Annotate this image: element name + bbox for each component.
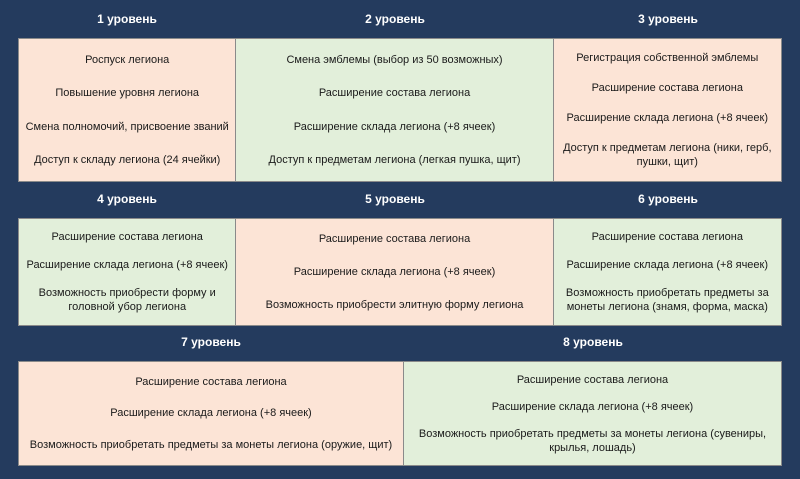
level-title: 7 уровень [181,335,241,349]
level-feature: Расширение состава легиона [51,231,203,243]
level-feature: Возможность приобрести форму и головной … [38,287,216,313]
level-feature: Возможность приобретать предметы за моне… [29,439,393,452]
level-cells: Роспуск легиона Повышение уровня легиона… [18,38,782,182]
level-feature: Расширение состава легиона [591,82,743,94]
level-feature: Расширение состава легиона [591,231,743,243]
level-feature: Расширение склада легиона (+8 ячеек) [566,259,769,271]
level-feature: Смена полномочий, присвоение званий [25,120,229,133]
level-feature: Возможность приобретать предметы за моне… [565,287,769,313]
level-feature: Расширение склада легиона (+8 ячеек) [491,400,694,413]
level-headings: 4 уровень 5 уровень 6 уровень [18,180,782,218]
level-feature: Расширение склада легиона (+8 ячеек) [26,259,228,271]
level-feature: Роспуск легиона [85,53,170,66]
level-feature: Регистрация собственной эмблемы [576,52,759,64]
level-title: 4 уровень [97,192,157,206]
level-2-cell: Смена эмблемы (выбор из 50 возможных) Ра… [236,39,554,181]
level-title: 3 уровень [638,12,698,26]
level-title: 5 уровень [365,192,425,206]
level-feature: Расширение состава легиона [318,233,471,246]
levels-row-3: 7 уровень 8 уровень Расширение состава л… [0,323,800,469]
level-feature: Расширение склада легиона (+8 ячеек) [293,265,496,278]
level-feature: Расширение склада легиона (+8 ячеек) [566,112,769,124]
level-6-cell: Расширение состава легиона Расширение ск… [553,219,781,325]
level-7-cell: Расширение состава легиона Расширение ск… [19,362,404,465]
level-feature: Расширение склада легиона (+8 ячеек) [293,120,496,133]
level-feature: Возможность приобретать предметы за моне… [418,427,767,454]
level-title: 2 уровень [365,12,425,26]
level-feature: Смена эмблемы (выбор из 50 возможных) [286,53,503,66]
level-1-cell: Роспуск легиона Повышение уровня легиона… [19,39,237,181]
level-4-cell: Расширение состава легиона Расширение ск… [19,219,237,325]
level-8-cell: Расширение состава легиона Расширение ск… [403,362,781,465]
level-headings: 1 уровень 2 уровень 3 уровень [18,0,782,38]
level-feature: Доступ к предметам легиона (легкая пушка… [268,154,521,167]
level-3-cell: Регистрация собственной эмблемы Расширен… [553,39,781,181]
level-cells: Расширение состава легиона Расширение ск… [18,361,782,466]
level-title: 6 уровень [638,192,698,206]
level-feature: Доступ к складу легиона (24 ячейки) [34,154,221,167]
level-cells: Расширение состава легиона Расширение ск… [18,218,782,326]
level-headings: 7 уровень 8 уровень [18,323,782,361]
level-feature: Повышение уровня легиона [55,87,200,100]
level-feature: Расширение состава легиона [318,87,471,100]
level-5-cell: Расширение состава легиона Расширение ск… [236,219,554,325]
level-feature: Расширение состава легиона [135,375,287,388]
level-feature: Расширение состава легиона [516,373,669,386]
level-title: 8 уровень [563,335,623,349]
levels-row-1: 1 уровень 2 уровень 3 уровень Роспуск ле… [0,0,800,182]
levels-row-2: 4 уровень 5 уровень 6 уровень Расширение… [0,180,800,326]
level-feature: Расширение склада легиона (+8 ячеек) [110,407,312,420]
level-feature: Возможность приобрести элитную форму лег… [265,298,524,311]
level-feature: Доступ к предметам легиона (ники, герб, … [563,142,772,168]
level-title: 1 уровень [97,12,157,26]
